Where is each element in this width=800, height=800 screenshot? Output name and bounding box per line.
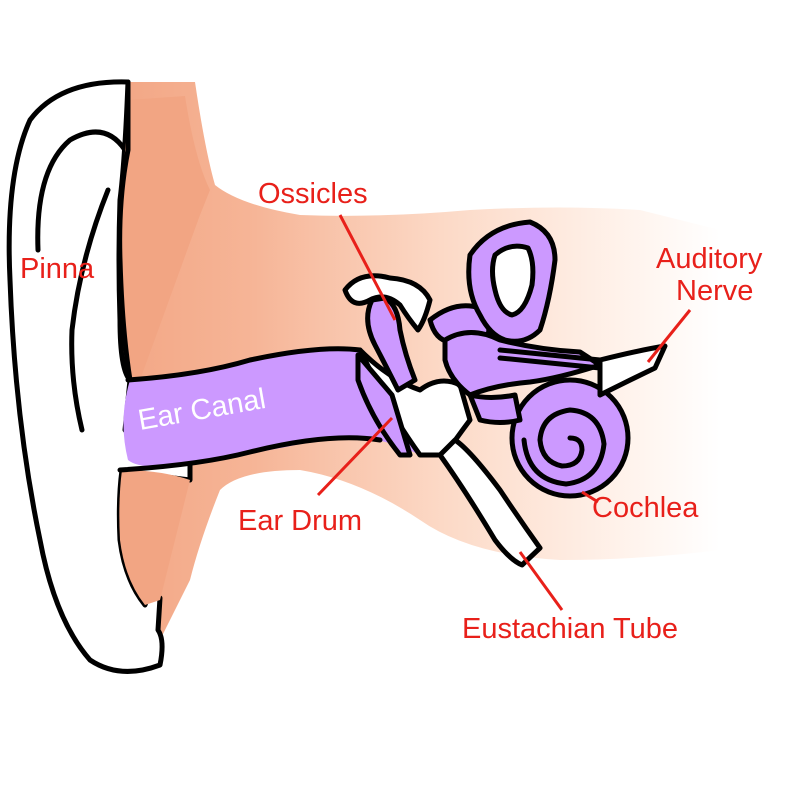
ossicles-shape — [365, 295, 418, 393]
ear-canal-shape — [123, 348, 421, 467]
concha — [122, 96, 210, 380]
label-eustachian-tube: Eustachian Tube — [462, 613, 678, 645]
ear-drum-shape — [355, 352, 413, 458]
cochlea-to-vestibule — [467, 392, 523, 425]
leader-ossicles — [338, 214, 397, 321]
label-auditory-nerve-line2: Nerve — [676, 275, 753, 307]
label-ossicles: Ossicles — [258, 178, 368, 210]
label-pinna: Pinna — [20, 253, 95, 285]
leader-eustachian-tube — [518, 551, 564, 611]
label-auditory-nerve-line1: Auditory — [656, 243, 763, 275]
vestibule — [442, 330, 603, 398]
label-ear-drum: Ear Drum — [238, 505, 362, 537]
pinna-antihelix — [69, 187, 111, 433]
leader-cochlea — [581, 490, 599, 504]
ossicles-outline — [342, 273, 433, 333]
cochlea-spiral — [521, 407, 607, 487]
tragus-outline — [117, 79, 133, 383]
semicircular-canal-inner — [490, 243, 536, 318]
ear-canal-top-wall — [125, 346, 363, 383]
leader-ear-drum — [316, 416, 394, 497]
auditory-nerve-shape — [597, 343, 668, 398]
lobule — [119, 470, 190, 605]
leader-auditory-nerve — [646, 309, 692, 363]
pinna-inner-fold — [35, 129, 128, 253]
head-tissue — [105, 82, 720, 640]
label-cochlea: Cochlea — [592, 492, 699, 524]
ear-canal-bottom-wall — [117, 435, 383, 473]
eustachian-tube-shape — [437, 437, 543, 568]
